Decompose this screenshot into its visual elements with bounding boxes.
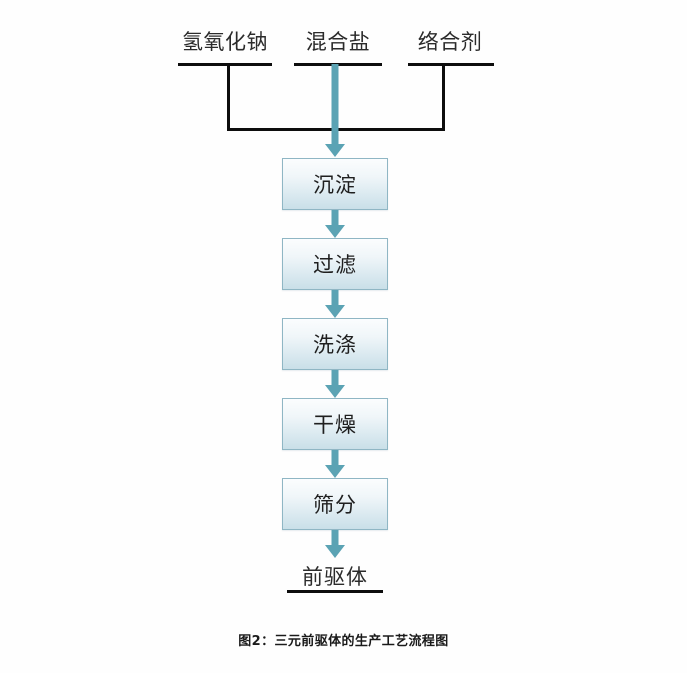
output-label-precursor: 前驱体 — [302, 565, 368, 589]
process-box-label: 沉淀 — [313, 173, 357, 197]
arrow-head-filtration-to-washing — [325, 305, 345, 318]
process-box-label: 干燥 — [313, 413, 357, 437]
process-box-label: 洗涤 — [313, 333, 357, 357]
output-rule-precursor — [287, 590, 383, 593]
connector-left-vertical — [227, 64, 230, 131]
process-box-label: 筛分 — [313, 493, 357, 517]
connector-right-vertical — [442, 64, 445, 131]
arrow-head-sieving-to-precursor — [325, 545, 345, 558]
process-box-washing[interactable]: 洗涤 — [282, 318, 388, 370]
arrow-drying-to-sieving — [331, 450, 339, 467]
arrow-precipitation-to-filtration — [331, 210, 339, 227]
arrow-washing-to-drying — [331, 370, 339, 387]
process-box-filtration[interactable]: 过滤 — [282, 238, 388, 290]
process-box-sieving[interactable]: 筛分 — [282, 478, 388, 530]
arrow-head-drying-to-sieving — [325, 465, 345, 478]
process-box-drying[interactable]: 干燥 — [282, 398, 388, 450]
arrow-head-washing-to-drying — [325, 385, 345, 398]
process-box-label: 过滤 — [313, 253, 357, 277]
arrow-head-precipitation-to-filtration — [325, 225, 345, 238]
arrow-sieving-to-precursor — [331, 530, 339, 547]
arrow-head-inputs-to-precipitation — [325, 144, 345, 157]
input-label-sodium-hydroxide: 氢氧化钠 — [182, 30, 268, 54]
figure-caption: 图2：三元前驱体的生产工艺流程图 — [238, 634, 449, 649]
input-label-mixed-salt: 混合盐 — [305, 30, 371, 54]
arrow-inputs-to-precipitation — [331, 64, 339, 146]
input-rule-complexing-agent — [408, 63, 494, 66]
arrow-filtration-to-washing — [331, 290, 339, 307]
input-rule-sodium-hydroxide — [178, 63, 272, 66]
input-label-complexing-agent: 络合剂 — [417, 30, 483, 54]
process-box-precipitation[interactable]: 沉淀 — [282, 158, 388, 210]
